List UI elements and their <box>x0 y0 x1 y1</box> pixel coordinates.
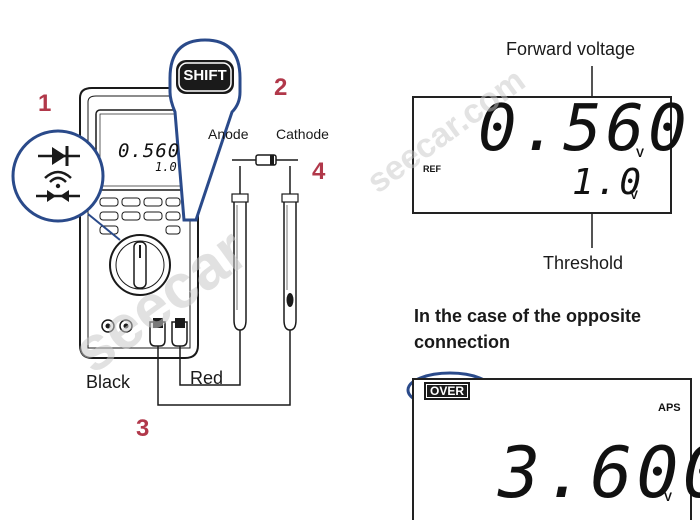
cathode-label: Cathode <box>276 126 329 142</box>
rotary-dial <box>109 234 171 296</box>
threshold-caption: Threshold <box>543 253 624 273</box>
forward-voltage-caption: Forward voltage <box>506 39 636 59</box>
black-lead-label: Black <box>86 372 131 392</box>
anode-label: Anode <box>208 126 249 142</box>
opposite-value: 3.600 <box>498 432 700 514</box>
meter-screen-sub-value: 1.0 <box>155 160 177 174</box>
shift-button: SHIFT <box>183 67 227 84</box>
shift-callout <box>168 38 242 222</box>
forward-voltage-value: 0.560 <box>478 92 691 166</box>
opposite-heading-line2: connection <box>414 332 511 352</box>
test-leads <box>149 166 299 406</box>
diode-icon <box>38 146 80 166</box>
ref-label: REF <box>423 164 441 174</box>
forward-voltage-lcd <box>412 96 672 214</box>
step-2-label: 2 <box>274 74 288 101</box>
opposite-lcd <box>412 378 692 520</box>
step-3-label: 3 <box>136 415 150 442</box>
input-jacks <box>101 319 133 333</box>
diode-component <box>232 154 298 166</box>
red-lead-label: Red <box>190 368 224 388</box>
step-1-label: 1 <box>38 90 52 117</box>
threshold-value: 1.0 <box>572 162 644 203</box>
multimeter <box>79 87 199 359</box>
threshold-unit: V <box>630 188 639 202</box>
continuity-icon <box>36 170 80 202</box>
opposite-heading-line1: In the case of the opposite <box>414 306 642 326</box>
diode-mode-callout <box>11 129 121 241</box>
over-badge: OVER <box>424 382 471 400</box>
aps-label: APS <box>658 402 681 414</box>
step-4-label: 4 <box>312 158 326 185</box>
meter-button-row <box>99 197 181 235</box>
forward-voltage-unit: V <box>636 146 645 160</box>
opposite-unit: V <box>664 490 673 504</box>
meter-screen-main-value: 0.560 <box>118 140 181 162</box>
